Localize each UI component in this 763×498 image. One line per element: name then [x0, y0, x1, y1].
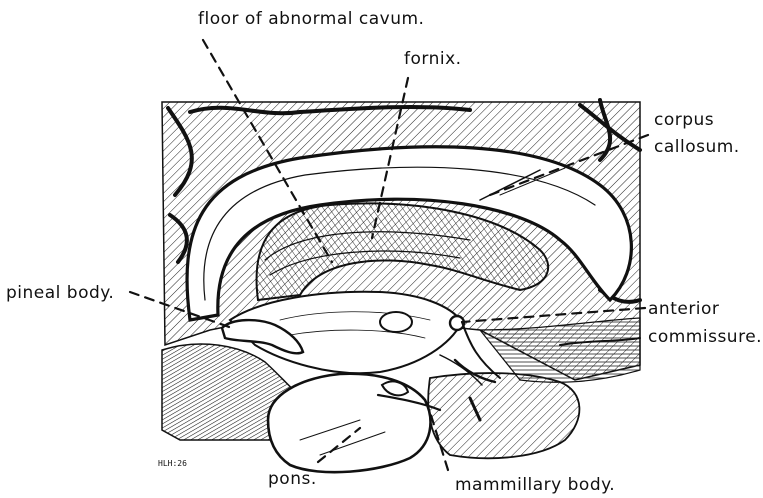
label-callosum: callosum. — [654, 137, 740, 157]
label-fornix: fornix. — [404, 49, 462, 69]
label-commissure: commissure. — [648, 327, 762, 347]
artist-signature: HLH:26 — [158, 459, 187, 468]
label-corpus: corpus — [654, 110, 714, 130]
label-floor-of-abnormal-cavum: floor of abnormal cavum. — [198, 9, 424, 29]
temporal-lobe-region — [428, 373, 579, 458]
label-pons: pons. — [268, 469, 317, 489]
label-pineal-body: pineal body. — [6, 283, 114, 303]
label-anterior: anterior — [648, 299, 719, 319]
label-mammillary-body: mammillary body. — [455, 475, 615, 495]
brain-illustration — [162, 100, 640, 472]
massa-intermedia — [380, 312, 412, 332]
